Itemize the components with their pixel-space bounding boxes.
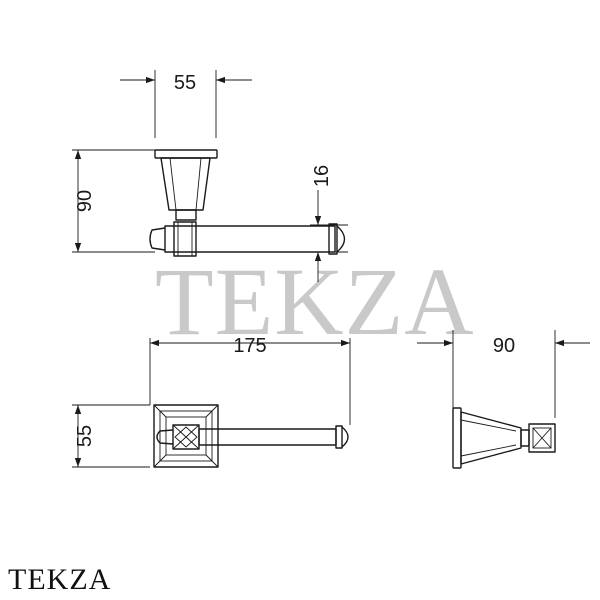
dim-top-width: 55: [174, 72, 196, 94]
watermark: TEKZA: [155, 248, 475, 355]
dim-front-height: 55: [74, 425, 96, 447]
dim-rod-diameter: 16: [311, 165, 333, 187]
top-view: 55 90 16: [72, 70, 348, 282]
side-view: 90: [417, 330, 590, 469]
dim-side-depth: 90: [493, 335, 515, 357]
dim-top-height: 90: [74, 190, 96, 212]
brand-logo-text: TEKZA: [8, 563, 112, 596]
front-view: 175 55: [72, 335, 351, 468]
dim-front-width: 175: [233, 335, 266, 357]
